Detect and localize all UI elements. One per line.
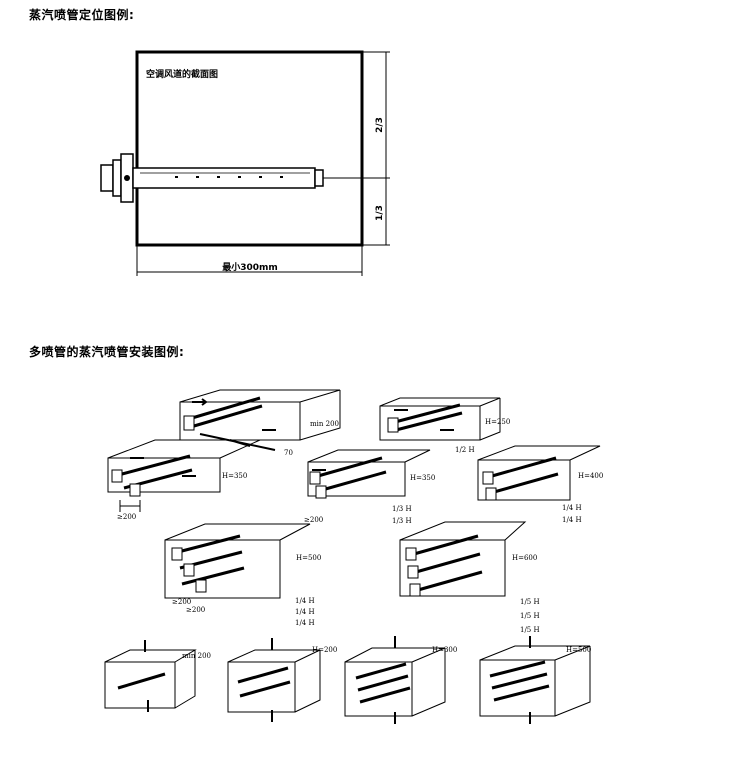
dim-min-width: 最小300mm — [222, 261, 278, 273]
label-h200: H=200 — [312, 646, 337, 654]
label-quarter-h-4: 1/4 H — [295, 608, 315, 616]
install-three-tubes-a: H=500 1/4 H 1/4 H 1/4 H ≥200 ≥200 — [164, 523, 321, 627]
label-quarter-h-3: 1/4 H — [295, 597, 315, 605]
label-quarter-h-5: 1/4 H — [295, 619, 315, 627]
vertical-dimension: 2/3 1/3 — [362, 51, 390, 246]
label-h350-a: H=350 — [222, 472, 247, 480]
duct-label: 空调风道的截面图 — [146, 68, 218, 80]
dim-two-thirds: 2/3 — [375, 117, 385, 133]
install-tube-h250: H=250 1/2 H — [379, 397, 510, 454]
label-h300: H=300 — [432, 646, 457, 654]
multi-tube-legend-title: 多喷管的蒸汽喷管安装图例: — [29, 345, 185, 359]
install-two-tubes-a: ≥200 H=350 — [107, 439, 261, 521]
positioning-legend-title: 蒸汽喷管定位图例: — [29, 8, 135, 22]
label-h500: H=500 — [296, 554, 321, 562]
label-ge200-d: ≥200 — [186, 606, 205, 614]
label-h350-b: H=350 — [410, 474, 435, 482]
nozzle-icon — [124, 175, 130, 181]
label-min200-b: min 200 — [182, 652, 211, 660]
label-third-h-1: 1/3 H — [392, 505, 412, 513]
install-vertical-c: H=300 — [344, 636, 457, 724]
label-quarter-h-1: 1/4 H — [562, 504, 582, 512]
label-70: 70 — [284, 449, 293, 457]
label-fifth-h-3: 1/5 H — [520, 626, 540, 634]
install-three-tubes-b: H=600 1/5 H 1/5 H 1/5 H — [399, 521, 540, 634]
dim-one-third: 1/3 — [375, 205, 385, 221]
install-vertical-b: H=200 — [227, 638, 337, 722]
label-third-h-2: 1/3 H — [392, 517, 412, 525]
label-h500-b: H=500 — [566, 646, 591, 654]
label-fifth-h-2: 1/5 H — [520, 612, 540, 620]
label-ge200-a: ≥200 — [117, 513, 136, 521]
label-min-200: min 200 — [310, 420, 339, 428]
label-h600: H=600 — [512, 554, 537, 562]
install-two-tubes-c: H=400 1/4 H 1/4 H — [477, 445, 603, 524]
duct-cross-section: 空调风道的截面图 — [135, 50, 364, 247]
horizontal-dimension: 最小300mm — [136, 245, 363, 276]
install-single-tube: min 200 70 — [179, 389, 341, 457]
label-ge200-c: ≥200 — [172, 598, 191, 606]
label-half-h-1: 1/2 H — [455, 446, 475, 454]
label-fifth-h-1: 1/5 H — [520, 598, 540, 606]
label-h400: H=400 — [578, 472, 603, 480]
installation-sketches: min 200 70 H=250 1/2 H ≥200 H=350 — [104, 389, 603, 724]
install-vertical-d: H=500 — [479, 636, 591, 724]
install-vertical-a: min 200 — [104, 640, 211, 712]
label-quarter-h-2: 1/4 H — [562, 516, 582, 524]
steam-lance — [100, 153, 390, 203]
install-two-tubes-b: H=350 1/3 H 1/3 H ≥200 — [304, 449, 435, 525]
label-ge200-b: ≥200 — [304, 516, 323, 524]
label-h250: H=250 — [485, 418, 510, 426]
